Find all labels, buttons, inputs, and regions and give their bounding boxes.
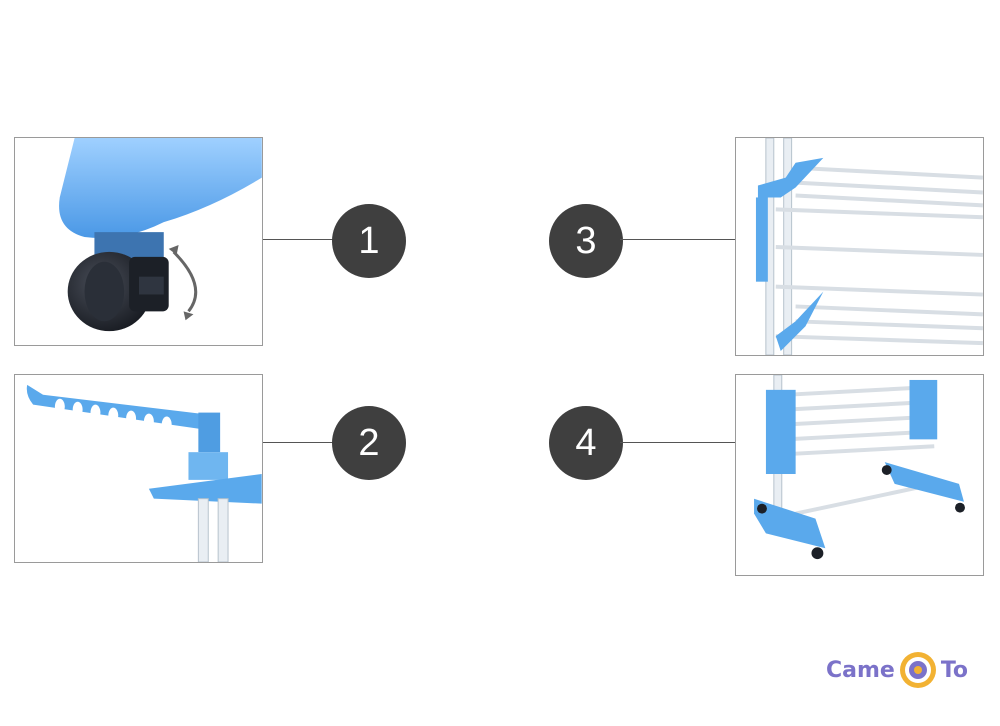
wheel-illustration xyxy=(59,138,262,332)
wheel-photo xyxy=(14,137,263,346)
shelves-illustration xyxy=(755,138,983,355)
camelo-logo: Came To xyxy=(826,648,968,692)
callout-badge-2: 2 xyxy=(332,406,406,480)
logo-text-right: To xyxy=(940,657,969,683)
connector-line-1 xyxy=(263,239,335,240)
connector-line-4 xyxy=(620,442,736,443)
logo-text-left: Came xyxy=(826,657,895,683)
callout-badge-4: 4 xyxy=(549,406,623,480)
base-photo xyxy=(735,374,984,576)
shelves-photo xyxy=(735,137,984,356)
connector-line-3 xyxy=(620,239,736,240)
hanger-photo xyxy=(14,374,263,563)
hanger-illustration xyxy=(26,384,262,562)
base-illustration xyxy=(754,375,965,560)
connector-line-2 xyxy=(263,442,335,443)
callout-badge-3: 3 xyxy=(549,204,623,278)
callout-badge-1: 1 xyxy=(332,204,406,278)
target-emblem-icon xyxy=(899,652,936,688)
